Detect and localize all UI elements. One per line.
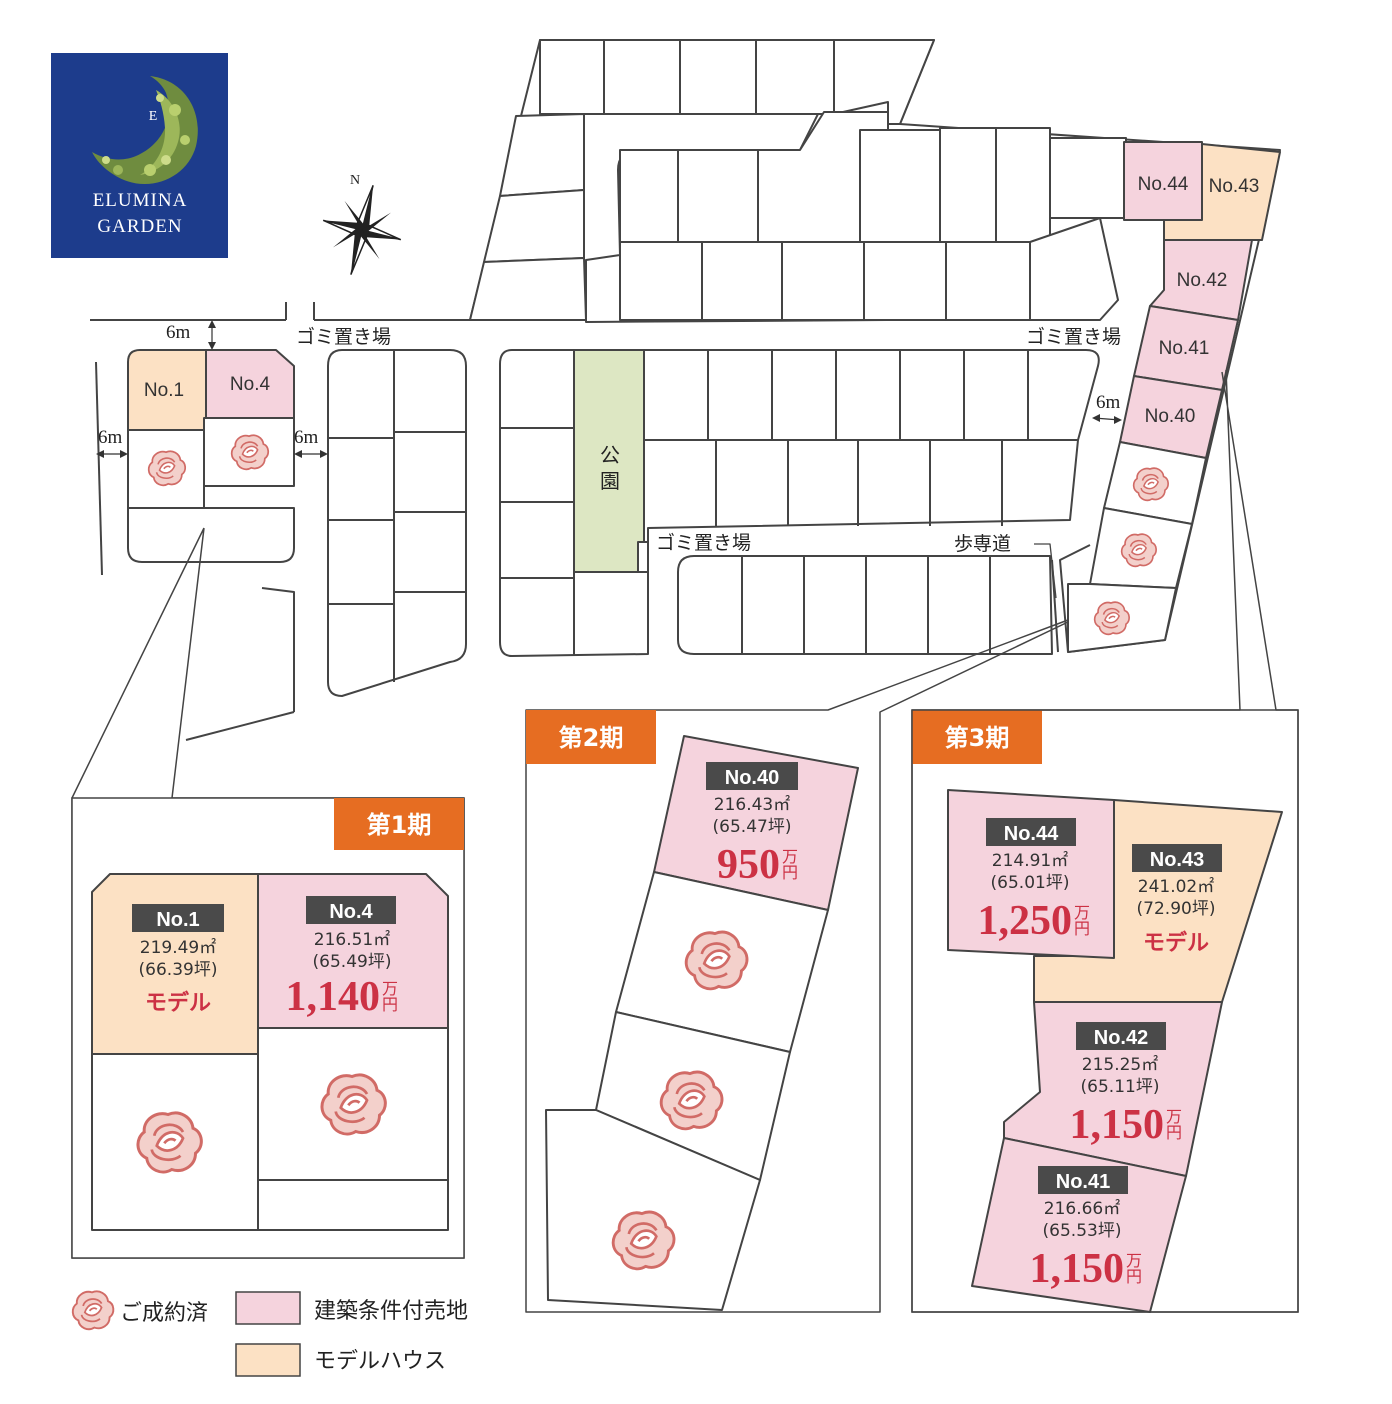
compass-north-label: N xyxy=(350,173,360,188)
lot-no43-model: モデル xyxy=(1143,930,1209,956)
sold-rose-icon xyxy=(1132,467,1169,502)
lot-no41-tsubo: (65.53坪) xyxy=(1043,1221,1122,1241)
block-south xyxy=(677,555,1053,655)
garbage-label-west: ゴミ置き場 xyxy=(296,326,391,348)
lot-no4-area: 216.51㎡ xyxy=(314,930,390,950)
lot-no40-area: 216.43㎡ xyxy=(714,795,790,815)
phase3-panel: 第3期 No.44 214.91㎡ (65.01坪) 1,250 万 円 No.… xyxy=(911,709,1299,1313)
lot-no41-price: 1,150 xyxy=(1030,1246,1125,1292)
legend-model-label: モデルハウス xyxy=(314,1349,446,1374)
road-width-label-top: 6m xyxy=(166,322,191,343)
lot-no41-unit-bottom: 円 xyxy=(1126,1267,1142,1286)
map-label-no41: No.41 xyxy=(1159,338,1210,359)
park-char: 園 xyxy=(600,469,620,493)
lot-no40-price: 950 xyxy=(717,842,780,888)
logo: E ELUMINA GARDEN xyxy=(51,53,228,258)
map-label-no4: No.4 xyxy=(230,374,271,395)
block-phase1-map xyxy=(127,349,295,563)
garbage-label-center: ゴミ置き場 xyxy=(656,532,751,554)
lot-no4-unit-bottom: 円 xyxy=(382,995,398,1014)
map-label-no44: No.44 xyxy=(1138,174,1189,195)
phase2-title: 第2期 xyxy=(559,724,624,752)
sold-rose-icon xyxy=(320,1073,387,1136)
lot-no1-area: 219.49㎡ xyxy=(140,938,216,958)
lot-no44-price: 1,250 xyxy=(978,898,1073,944)
logo-crescent-icon xyxy=(92,76,198,185)
logo-line1: ELUMINA xyxy=(93,190,188,211)
sold-rose-icon xyxy=(659,1070,724,1131)
park-char: 公 xyxy=(600,443,620,467)
lot-no42-area: 215.25㎡ xyxy=(1082,1055,1158,1075)
lot-no40-unit-bottom: 円 xyxy=(782,863,798,882)
phase2-panel: 第2期 No.40 216.43㎡ (65.47坪) 950 万 円 xyxy=(526,710,859,1311)
phase1-title: 第1期 xyxy=(367,811,432,839)
lot-no4-price: 1,140 xyxy=(286,974,381,1020)
lot-no40-unit-top: 万 xyxy=(782,847,798,866)
sold-rose-icon xyxy=(1093,601,1130,636)
lot-no4-number: No.4 xyxy=(329,901,373,923)
lot-no41-unit-top: 万 xyxy=(1126,1251,1142,1270)
lot-no44-tsubo: (65.01坪) xyxy=(991,873,1070,893)
lot-no40-tsubo: (65.47坪) xyxy=(713,817,792,837)
sold-rose-icon xyxy=(136,1111,203,1174)
road-width-label-east: 6m xyxy=(1096,392,1121,413)
lot-no42-unit-bottom: 円 xyxy=(1166,1123,1182,1142)
lot-no44-number: No.44 xyxy=(1004,823,1059,845)
lot-no43-number: No.43 xyxy=(1150,849,1204,871)
lot-no1-tsubo: (66.39坪) xyxy=(139,960,218,980)
sold-rose-icon xyxy=(1120,533,1157,568)
phase1-panel: 第1期 No.1 219.49㎡ (66.39坪) モデル No.4 216.5… xyxy=(71,797,465,1259)
lot-no42-unit-top: 万 xyxy=(1166,1107,1182,1126)
road-width-label-left: 6m xyxy=(98,427,123,448)
sold-rose-icon xyxy=(230,434,270,471)
sold-rose-icon xyxy=(147,450,187,487)
legend-conditional-label: 建築条件付売地 xyxy=(314,1299,468,1324)
logo-line2: GARDEN xyxy=(97,216,182,237)
lot-no1-number: No.1 xyxy=(156,909,199,931)
walkway-label: 歩専道 xyxy=(954,533,1011,555)
block-west-center xyxy=(327,349,467,697)
sold-rose-icon xyxy=(611,1210,676,1271)
map-label-no43: No.43 xyxy=(1209,176,1260,197)
lot-no41-area: 216.66㎡ xyxy=(1044,1199,1120,1219)
lot-no40-number: No.40 xyxy=(725,767,779,789)
lot-no43-area: 241.02㎡ xyxy=(1138,877,1214,897)
block-east xyxy=(1051,141,1281,653)
legend-sold-label: ご成約済 xyxy=(120,1301,208,1326)
legend-model-swatch xyxy=(235,1343,301,1377)
sold-rose-icon xyxy=(684,930,749,991)
logo-letter: E xyxy=(149,109,158,124)
phase3-title: 第3期 xyxy=(945,724,1010,752)
lot-no43-tsubo: (72.90坪) xyxy=(1137,899,1216,919)
map-label-no42: No.42 xyxy=(1177,270,1228,291)
legend: ご成約済 建築条件付売地 モデルハウス xyxy=(71,1290,468,1377)
lot-no44-unit-bottom: 円 xyxy=(1074,919,1090,938)
block-north xyxy=(469,39,1127,321)
lot-no42-price: 1,150 xyxy=(1070,1102,1165,1148)
lot-no1-model: モデル xyxy=(145,990,211,1016)
compass-icon xyxy=(322,185,402,275)
lot-no42-number: No.42 xyxy=(1094,1027,1148,1049)
road-width-label-mid: 6m xyxy=(294,427,319,448)
legend-conditional-swatch xyxy=(235,1291,301,1325)
lot-no4-tsubo: (65.49坪) xyxy=(313,952,392,972)
dimension-arrows xyxy=(96,320,1122,458)
park-label: 公園 xyxy=(600,443,620,493)
legend-sold-rose-icon xyxy=(71,1290,115,1331)
lot-no4-unit-top: 万 xyxy=(382,979,398,998)
lot-no41-number: No.41 xyxy=(1056,1171,1110,1193)
map-label-no1: No.1 xyxy=(144,380,184,401)
lot-no44-unit-top: 万 xyxy=(1074,903,1090,922)
block-center xyxy=(499,349,1100,657)
map-label-no40: No.40 xyxy=(1145,406,1196,427)
lot-no44-area: 214.91㎡ xyxy=(992,851,1068,871)
garbage-label-east: ゴミ置き場 xyxy=(1026,326,1121,348)
lot-no42-tsubo: (65.11坪) xyxy=(1081,1077,1160,1097)
